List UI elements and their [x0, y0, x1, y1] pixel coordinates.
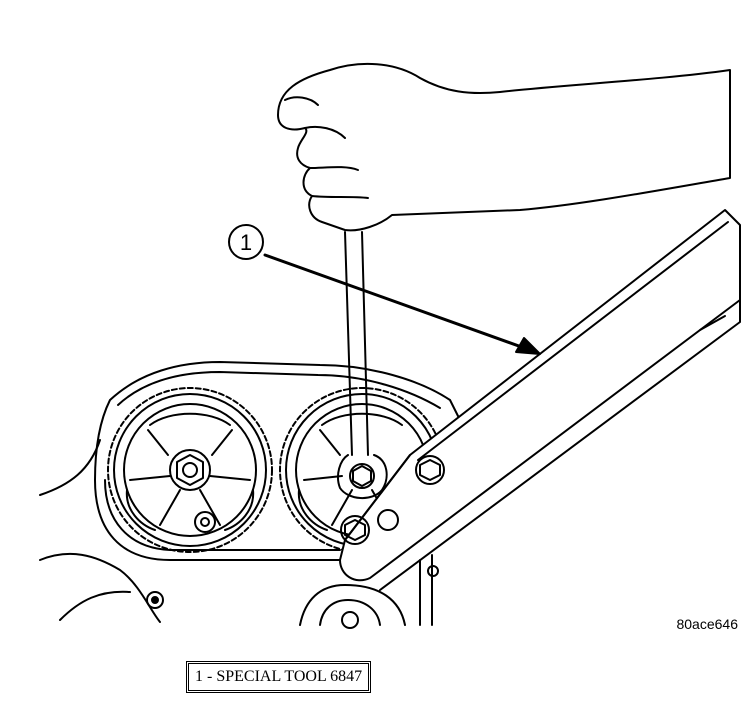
callout-number: 1: [240, 230, 252, 255]
wrench: [337, 231, 388, 499]
left-camshaft-sprocket: [107, 387, 273, 553]
legend-box: 1 - SPECIAL TOOL 6847: [185, 661, 372, 693]
special-tool-6847: [339, 209, 741, 591]
timing-belt-illustration: 1: [39, 62, 741, 629]
legend-text: 1 - SPECIAL TOOL 6847: [195, 668, 363, 685]
hand: [277, 62, 731, 232]
callout-leader: [263, 253, 541, 355]
figure-code: 80ace646: [676, 616, 738, 632]
engine-block-outline: [39, 439, 439, 629]
callout-1: [228, 224, 264, 260]
